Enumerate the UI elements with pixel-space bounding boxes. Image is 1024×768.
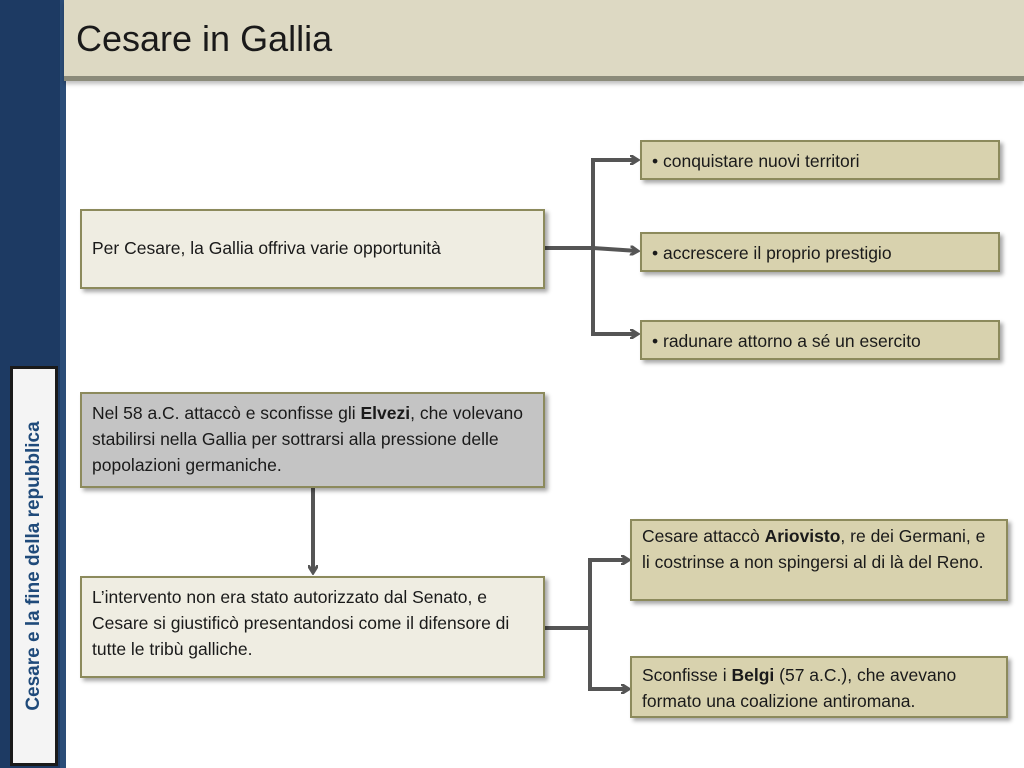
main-opportunity-box: Per Cesare, la Gallia offriva varie oppo… xyxy=(80,209,545,289)
ariovisto-bold: Ariovisto xyxy=(764,526,841,546)
belgi-text-before: Sconfisse i xyxy=(642,665,732,685)
arrow-to-opportunity-3 xyxy=(591,248,637,334)
title-bar: Cesare in Gallia xyxy=(64,0,1024,81)
helvetii-bold: Elvezi xyxy=(360,403,411,423)
arrow-to-belgi xyxy=(588,628,628,689)
opportunity-box-3: • radunare attorno a sé un esercito xyxy=(640,320,1000,360)
arrow-to-ariovisto xyxy=(545,560,628,630)
page-title: Cesare in Gallia xyxy=(76,18,333,59)
ariovisto-box: Cesare attaccò Ariovisto, re dei Germani… xyxy=(630,519,1008,601)
helvetii-text-after: , che volevano stabilirsi nella Gallia p… xyxy=(92,403,523,475)
helvetii-text-before: Nel 58 a.C. attaccò e sconfisse gli xyxy=(92,403,361,423)
opportunity-box-1: • conquistare nuovi territori xyxy=(640,140,1000,180)
opportunity-box-2: • accrescere il proprio prestigio xyxy=(640,232,1000,272)
ariovisto-text-before: Cesare attaccò xyxy=(642,526,765,546)
section-tab: Cesare e la fine della repubblica xyxy=(10,366,58,766)
helvetii-box: Nel 58 a.C. attaccò e sconfisse gli Elve… xyxy=(80,392,545,488)
belgi-text-after: (57 a.C.), che avevano formato una coali… xyxy=(642,665,957,711)
belgi-bold: Belgi xyxy=(731,665,775,685)
intervention-box: L’intervento non era stato autorizzato d… xyxy=(80,576,545,678)
belgi-box: Sconfisse i Belgi (57 a.C.), che avevano… xyxy=(630,656,1008,718)
sidebar-strip xyxy=(60,0,66,768)
arrow-to-opportunity-1 xyxy=(545,160,637,250)
ariovisto-text-after: , re dei Germani, e li costrinse a non s… xyxy=(642,526,986,572)
arrow-to-opportunity-2 xyxy=(592,248,637,251)
